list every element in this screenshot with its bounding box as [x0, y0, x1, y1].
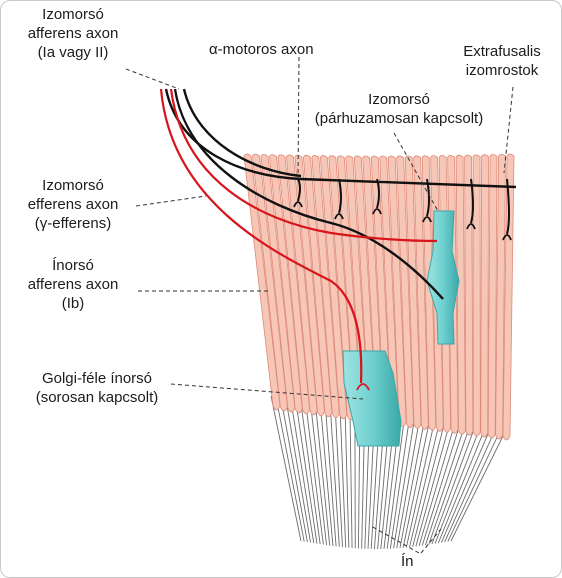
tendon-strand [418, 427, 455, 547]
alpha-motor-axon [164, 88, 517, 189]
tendon-strand [399, 422, 425, 549]
motor-branch [338, 178, 342, 214]
label-tendon: Ín [401, 553, 414, 570]
tendon-strand [421, 428, 460, 546]
motor-branch [506, 178, 510, 235]
golgi-tendon-organ [342, 350, 402, 447]
motor-endplate [334, 213, 344, 220]
extrafusal-fiber [455, 154, 466, 435]
tendon-strand [290, 399, 315, 544]
tendon-strand [275, 396, 305, 542]
label-spindle-parallel: Izomorsó (párhuzamosan kapcsolt) [314, 91, 484, 127]
alpha-motor-axon [182, 88, 302, 178]
tendon-strand [412, 425, 445, 547]
label-extrafusal-fibers: Extrafusalis izomrostok [463, 43, 541, 79]
tendon-strand [314, 403, 331, 546]
motor-branch [376, 178, 380, 209]
label-alpha-motor-axon: α-motoros axon [209, 41, 314, 58]
tendon-strand [434, 431, 479, 544]
tendon-strand [295, 400, 318, 544]
extrafusal-fiber [472, 154, 481, 437]
leader-line [393, 132, 439, 212]
alpha-motor-axon [173, 88, 444, 300]
extrafusal-fiber [495, 153, 506, 440]
label-leader-lines [125, 56, 514, 554]
golgi-ending [356, 383, 370, 391]
tendon-strand [339, 407, 347, 548]
tendon-strand [310, 402, 327, 546]
leader-line [135, 195, 207, 207]
nerve-axons [159, 88, 517, 391]
motor-branch [297, 178, 301, 202]
tendon-strand [319, 404, 334, 546]
label-spindle-efferent: Izomorsó efferens axon (γ-efferens) [27, 177, 119, 232]
tendon-strand [349, 409, 353, 549]
extrafusal-fiber [502, 153, 515, 441]
extrafusal-fiber [487, 154, 498, 439]
tendon-strand [425, 429, 464, 546]
leader-line [420, 528, 442, 554]
leader-line [297, 56, 300, 180]
motor-endplate [422, 216, 432, 223]
tendon-strand [405, 423, 435, 548]
tendon-strand [324, 405, 337, 547]
extrafusal-fiber [480, 154, 489, 438]
tendon-strand [305, 401, 324, 545]
tendon-strand [389, 419, 410, 549]
leader-line [370, 525, 420, 554]
tendon-strand [444, 434, 494, 543]
tendon-strand [447, 434, 499, 542]
leader-line [503, 86, 514, 174]
muscle-spindle [426, 210, 460, 345]
tendon-fibers [270, 395, 504, 550]
efferent-axon [169, 88, 438, 243]
motor-branch [426, 178, 430, 217]
tendon-strand [329, 406, 340, 547]
efferent-axon [159, 88, 363, 384]
tendon-strand [415, 426, 450, 547]
tendon-strand [428, 429, 469, 545]
motor-endplate [293, 201, 303, 208]
tendon-strand [344, 408, 350, 548]
spindle-structures [342, 210, 460, 447]
tendon-strand [431, 430, 474, 545]
tendon-strand [386, 418, 405, 549]
tendon-strand [450, 435, 504, 542]
tendon-strand [441, 433, 489, 543]
tendon-strand [402, 423, 430, 548]
tendon-strand [334, 407, 343, 548]
tendon-strand [280, 397, 308, 543]
tendon-strand [285, 398, 312, 543]
tendon-strand [300, 401, 321, 545]
extrafusal-fiber [464, 154, 474, 436]
label-tendon-afferent: Ínorsó afferens axon (Ib) [27, 257, 119, 312]
tendon-strand [393, 420, 415, 549]
motor-branch [470, 178, 474, 224]
leader-line [125, 68, 180, 90]
tendon-strand [270, 395, 302, 542]
label-golgi-tendon-organ: Golgi-féle ínorsó (sorosan kapcsolt) [35, 370, 159, 406]
tendon-strand [409, 424, 440, 548]
motor-endplate [372, 208, 382, 215]
motor-endplate [466, 223, 476, 230]
label-spindle-afferent: Izomorsó afferens axon (Ia vagy II) [27, 6, 119, 61]
tendon-strand [437, 432, 484, 544]
tendon-strand [396, 421, 420, 549]
motor-endplate [502, 234, 512, 241]
